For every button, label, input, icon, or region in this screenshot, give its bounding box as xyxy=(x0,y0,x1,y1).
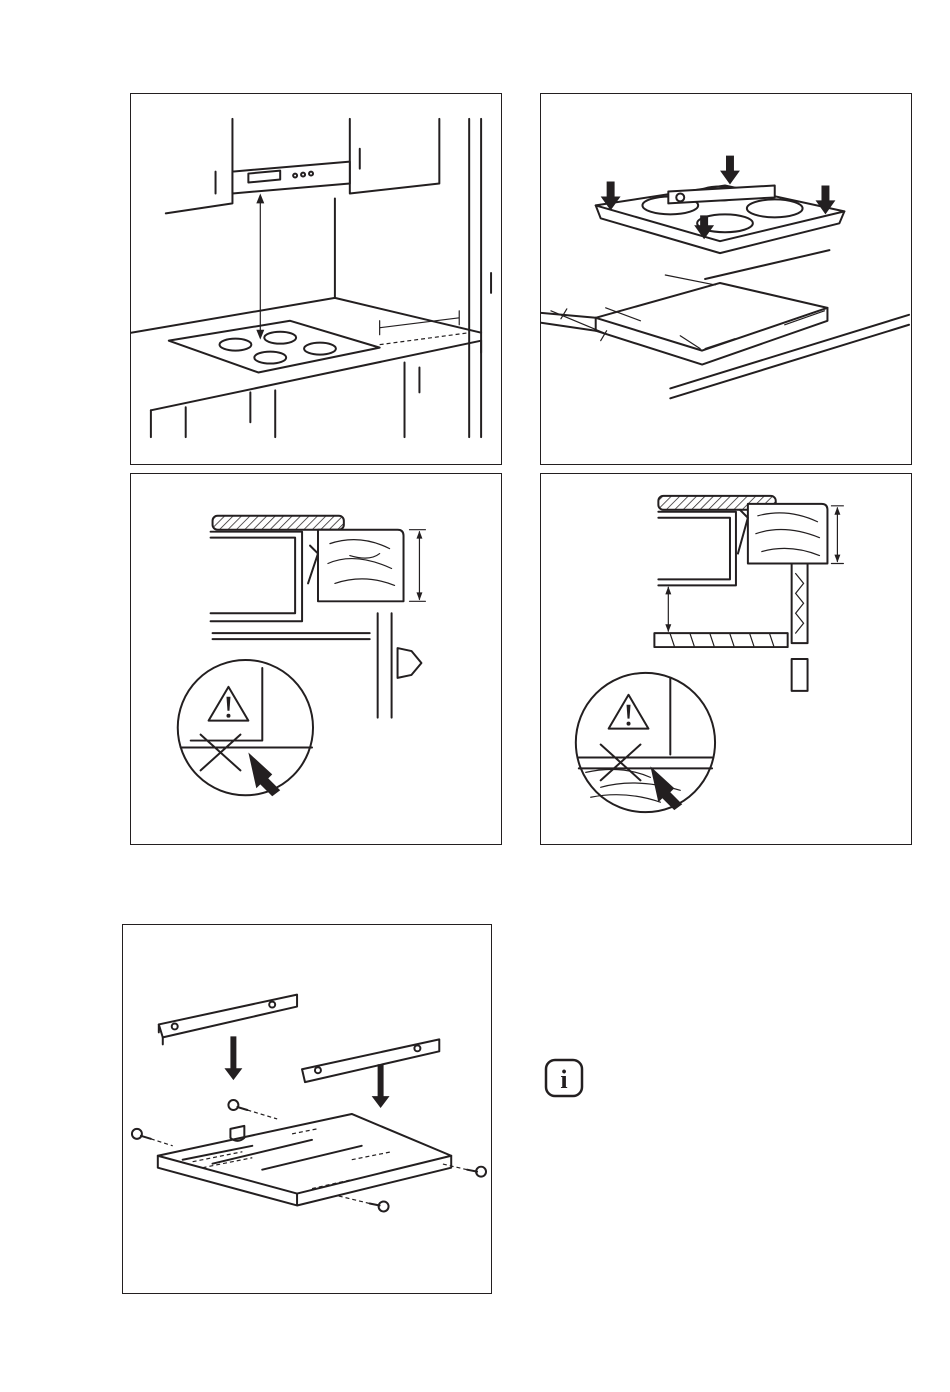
detail-magnifier xyxy=(576,673,715,812)
cooker-hood xyxy=(232,162,349,194)
screw-icon xyxy=(132,1129,151,1139)
detail-magnifier xyxy=(178,660,313,795)
worktop-left-edge xyxy=(541,313,596,331)
mounting-bracket xyxy=(159,995,297,1038)
side-distance-dimension xyxy=(380,311,460,335)
left-wall-cabinet xyxy=(166,119,233,213)
worktop-with-shelf-drawing xyxy=(541,474,911,844)
base-cabinets xyxy=(186,363,405,438)
press-arrow xyxy=(720,156,740,185)
protection-box-assembly-drawing xyxy=(123,925,491,1293)
hob-insertion-drawing xyxy=(541,94,911,464)
hob-glass xyxy=(213,516,344,530)
down-arrow xyxy=(224,1036,242,1080)
figure-worktop-with-shelf xyxy=(540,473,912,845)
down-arrow xyxy=(372,1064,390,1108)
figure-worktop-side-view xyxy=(130,473,502,845)
screw-icon xyxy=(467,1167,486,1177)
info-glyph: i xyxy=(560,1065,567,1094)
figure-hob-insertion xyxy=(540,93,912,465)
protection-box-top xyxy=(158,1114,451,1194)
clip xyxy=(308,546,318,584)
cutout-depth-dimension xyxy=(606,275,715,321)
cabinet-side xyxy=(792,564,808,644)
figure-protection-box-assembly xyxy=(122,924,492,1294)
hob xyxy=(169,321,380,373)
clip xyxy=(738,510,748,554)
cutout-right-dimension xyxy=(785,311,825,325)
worktop-front-edge xyxy=(670,315,909,399)
tall-unit xyxy=(469,119,481,437)
hob-body xyxy=(211,532,303,622)
hood-clearance-drawing xyxy=(131,94,501,464)
hob-body xyxy=(658,512,736,586)
figure-hood-clearance xyxy=(130,93,502,465)
oven-knob xyxy=(398,648,422,678)
worktop-back-edge xyxy=(705,250,829,279)
info-icon: i xyxy=(544,1058,584,1098)
screw-icon xyxy=(228,1100,247,1110)
worktop-side-view-drawing xyxy=(131,474,501,844)
cutout-depth xyxy=(596,308,828,365)
oven-top xyxy=(213,633,370,639)
cabinet-side-lower xyxy=(792,659,808,691)
side-distance-guide xyxy=(380,333,470,345)
right-wall-cabinet xyxy=(350,119,440,194)
worktop-height-dimension xyxy=(409,530,425,602)
screw-icon xyxy=(370,1201,389,1211)
cabinet-side xyxy=(378,613,392,717)
